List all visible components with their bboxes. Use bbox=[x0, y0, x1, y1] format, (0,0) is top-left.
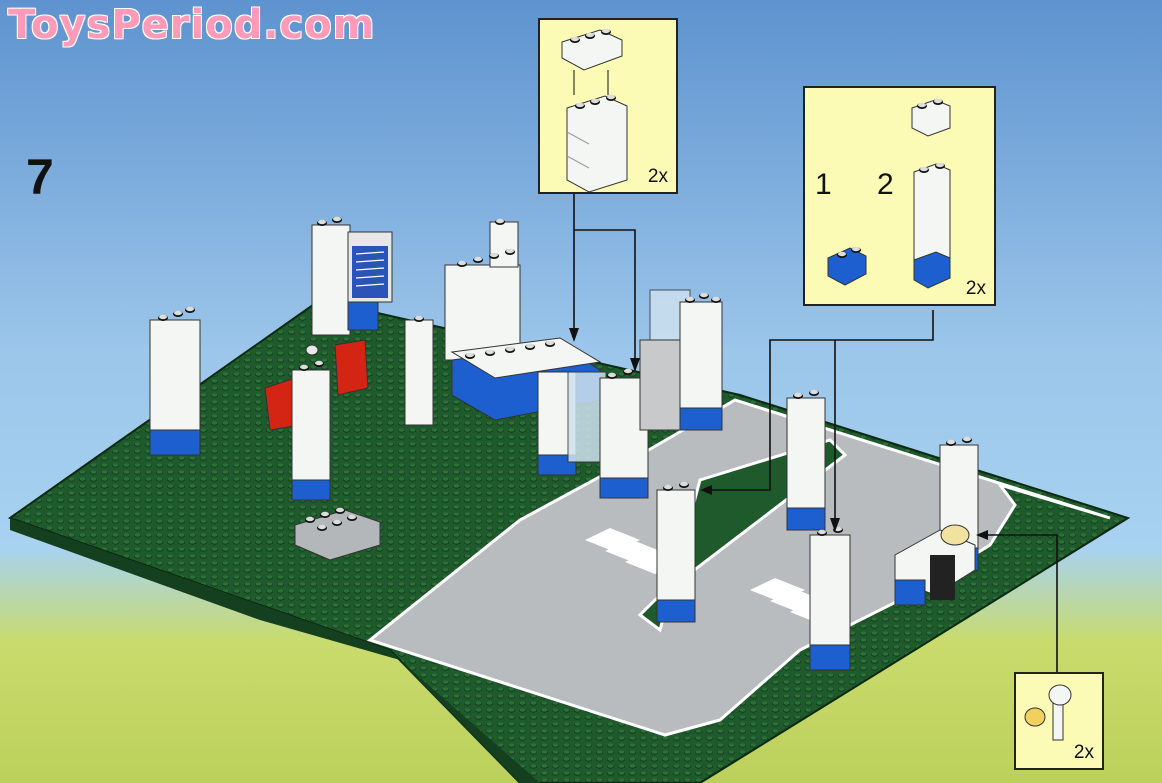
callout-box-top-center: 2x bbox=[538, 18, 678, 194]
callout-multiplier: 2x bbox=[1073, 742, 1094, 763]
pointer-lines bbox=[573, 192, 1058, 672]
substep-label-1: 1 bbox=[815, 168, 832, 201]
pillar-left bbox=[149, 306, 201, 456]
callout-bottom-right-lamp bbox=[1024, 684, 1072, 741]
callout-box-top-right: 1 2 2x bbox=[803, 86, 996, 306]
substep-label-2: 2 bbox=[877, 168, 894, 201]
pillar-front-left bbox=[291, 360, 331, 501]
pillar-middle bbox=[404, 315, 434, 426]
watermark-text: ToysPeriod.com bbox=[8, 2, 376, 48]
callout-multiplier: 2x bbox=[647, 166, 668, 187]
pillar-back-left bbox=[311, 216, 351, 336]
callout-top-center-bricks bbox=[561, 28, 628, 193]
terminal-building bbox=[444, 218, 723, 499]
callout-top-right-bricks bbox=[827, 98, 951, 289]
page-number: 36 bbox=[0, 30, 2, 44]
callout-multiplier: 2x bbox=[965, 278, 986, 299]
arrowheads bbox=[569, 328, 988, 540]
bench-with-lamp bbox=[894, 524, 976, 606]
departure-board bbox=[347, 231, 393, 331]
pillar-road-3 bbox=[809, 526, 851, 671]
pillar-road-1 bbox=[656, 481, 696, 623]
step-number: 7 bbox=[26, 149, 54, 205]
gray-brick bbox=[294, 507, 381, 561]
callout-box-bottom-right: 2x bbox=[1014, 672, 1104, 770]
pillar-road-2 bbox=[786, 389, 826, 531]
